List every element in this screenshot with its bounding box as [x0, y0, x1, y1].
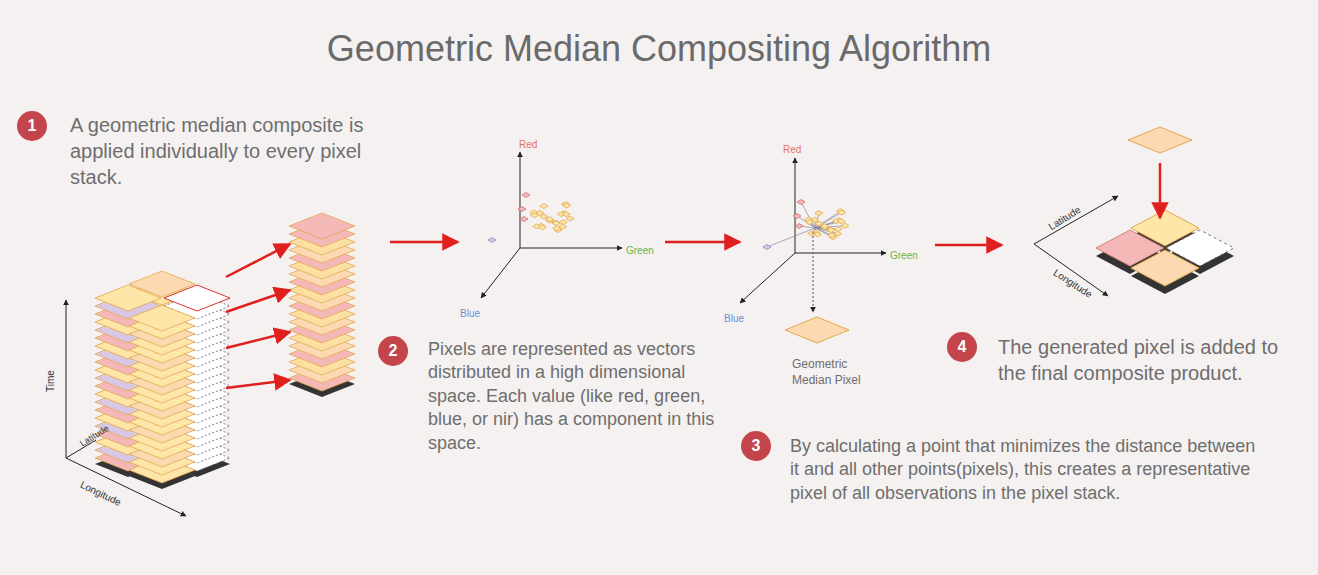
new-pixel — [1128, 127, 1192, 153]
callout-number: 2 — [389, 342, 398, 360]
callout-circle: 1 — [17, 111, 47, 141]
pixel-point — [540, 204, 548, 209]
axis-label: Blue — [460, 307, 480, 320]
distance-line — [801, 202, 815, 228]
pixel-point — [552, 221, 560, 226]
flow-arrow — [226, 244, 290, 277]
axis-label: Red — [783, 143, 801, 156]
latitude-axis — [1034, 196, 1118, 244]
pixel-point — [520, 217, 528, 222]
pixel-stack — [289, 213, 355, 397]
pixel-point — [834, 231, 842, 236]
callout-number: 1 — [28, 117, 37, 135]
flow-arrow — [390, 241, 458, 244]
pixel-layer — [164, 285, 230, 311]
median-pixel — [785, 317, 849, 343]
green-axis — [520, 248, 622, 249]
pixel-point — [841, 223, 849, 228]
projection-line — [813, 232, 814, 312]
pixel-point — [488, 238, 496, 243]
pixel-point — [546, 217, 554, 222]
step-text: Pixels are represented as vectors distri… — [428, 338, 728, 455]
axis-label: Longitude — [78, 478, 123, 509]
time-axis — [66, 300, 67, 458]
step-text: By calculating a point that minimizes th… — [790, 435, 1260, 505]
pixel-point — [834, 227, 842, 232]
pixel-point — [552, 220, 560, 225]
axis-label: Latitude — [1046, 203, 1083, 233]
callout-circle: 3 — [741, 431, 771, 461]
diagram-title: Geometric Median Compositing Algorithm — [0, 28, 1318, 70]
pixel-point — [815, 211, 823, 216]
flow-arrow — [1159, 163, 1162, 218]
red-axis — [795, 158, 796, 253]
axis-label: Latitude — [78, 423, 111, 450]
pixel-point — [837, 219, 845, 224]
distance-line — [767, 228, 815, 247]
axis-label: Green — [890, 249, 918, 262]
pixel-point — [797, 200, 805, 205]
flow-arrow — [226, 380, 290, 388]
flow-arrow — [226, 290, 290, 312]
flow-arrow — [935, 244, 1002, 247]
pixel-point — [562, 212, 570, 217]
pixel-point — [559, 220, 567, 225]
blue-axis — [740, 253, 795, 303]
pixel-point — [566, 216, 574, 221]
pixel-point — [808, 231, 816, 236]
pixel-point — [518, 207, 526, 212]
axis-label: Green — [626, 244, 654, 257]
pixel-point — [795, 224, 803, 229]
pixel-point — [530, 213, 538, 218]
pixel-point — [559, 224, 567, 229]
pixel-point — [563, 203, 571, 208]
pixel-point — [533, 224, 541, 229]
composite-pixel — [1131, 250, 1199, 286]
pixel-caption: Geometric Median Pixel — [792, 357, 862, 388]
axis-label: Time — [44, 370, 57, 392]
green-axis — [795, 253, 886, 254]
pixel-layer — [289, 213, 355, 239]
axis-label: Red — [519, 138, 537, 151]
blue-axis — [481, 248, 520, 298]
pixel-layer — [129, 305, 195, 331]
pixel-point — [827, 228, 835, 233]
red-axis — [520, 152, 521, 248]
pixel-stack — [129, 305, 195, 489]
pixel-point — [522, 193, 530, 198]
pixel-point — [805, 220, 813, 225]
axis-label: Longitude — [1051, 266, 1095, 301]
callout-circle: 4 — [947, 332, 977, 362]
callout-circle: 2 — [378, 336, 408, 366]
pixel-point — [821, 224, 829, 229]
flow-arrow — [665, 241, 740, 244]
pixel-point — [838, 210, 846, 215]
pixel-point — [763, 245, 771, 250]
callout-number: 3 — [752, 437, 761, 455]
callout-number: 4 — [958, 338, 967, 356]
flow-arrow — [226, 332, 290, 348]
axis-label: Blue — [724, 312, 744, 325]
step-text: The generated pixel is added to the fina… — [998, 334, 1308, 386]
pixel-point — [827, 227, 835, 232]
step-text: A geometric median composite is applied … — [70, 112, 380, 190]
pixel-layer — [95, 285, 161, 311]
pixel-point — [793, 214, 801, 219]
